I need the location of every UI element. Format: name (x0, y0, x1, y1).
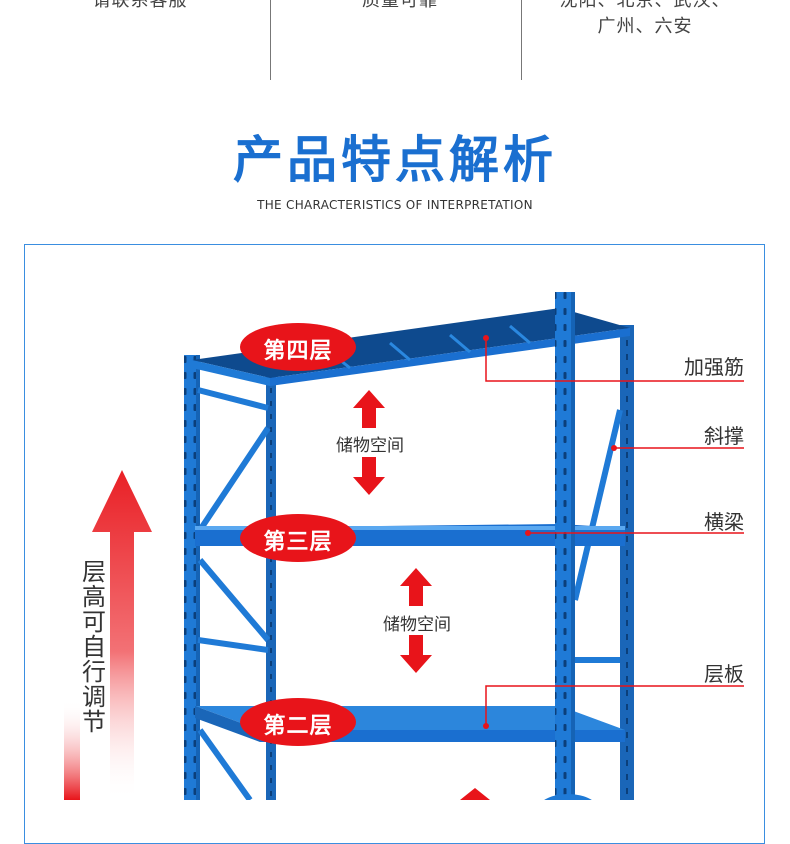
layer-label-fourth: 第四层 (263, 339, 333, 364)
storage-space-label-upper: 储物空间 (336, 436, 404, 456)
top-info-quality: 质量可靠 (362, 0, 438, 11)
callout-diagonal-brace: 斜撑 (704, 424, 744, 448)
shelf-left-front-upright (184, 355, 200, 800)
callout-leaders (485, 338, 744, 726)
section-subtitle: THE CHARACTERISTICS OF INTERPRETATION (257, 198, 533, 212)
storage-arrows-upper (353, 390, 385, 495)
callout-crossbeam: 横梁 (704, 510, 744, 534)
layer-label-second: 第二层 (263, 714, 333, 739)
shelf-illustration (64, 292, 744, 800)
left-side-braces (197, 387, 271, 800)
top-info-service: 请联系客服 (92, 0, 188, 11)
top-info-strip: 请联系客服 质量可靠 沈阳、北京、武汉、 广州、六安 (0, 0, 790, 90)
top-divider-2 (521, 0, 522, 80)
top-info-cities: 沈阳、北京、武汉、 广州、六安 (540, 0, 750, 40)
top-info-cities-line1: 沈阳、北京、武汉、 (559, 0, 731, 11)
callout-shelf-board: 层板 (704, 662, 744, 686)
shelf-right-front-upright (555, 292, 575, 800)
layer-pills (240, 323, 356, 746)
storage-space-label-lower: 储物空间 (383, 615, 451, 635)
callout-dots (483, 335, 617, 729)
section-title: 产品特点解析 (233, 131, 557, 189)
bottom-partial-markers (460, 788, 592, 800)
shelf-back-frame (572, 325, 634, 800)
top-divider-1 (270, 0, 271, 80)
layer-label-third: 第三层 (263, 530, 333, 555)
adjustable-height-text: 层高可自行调节 (82, 558, 106, 736)
height-adjust-arrow (64, 470, 152, 800)
top-info-cities-line2: 广州、六安 (597, 16, 693, 37)
storage-arrows-lower (400, 568, 432, 673)
callout-reinforcement-rib: 加强筋 (684, 355, 744, 379)
